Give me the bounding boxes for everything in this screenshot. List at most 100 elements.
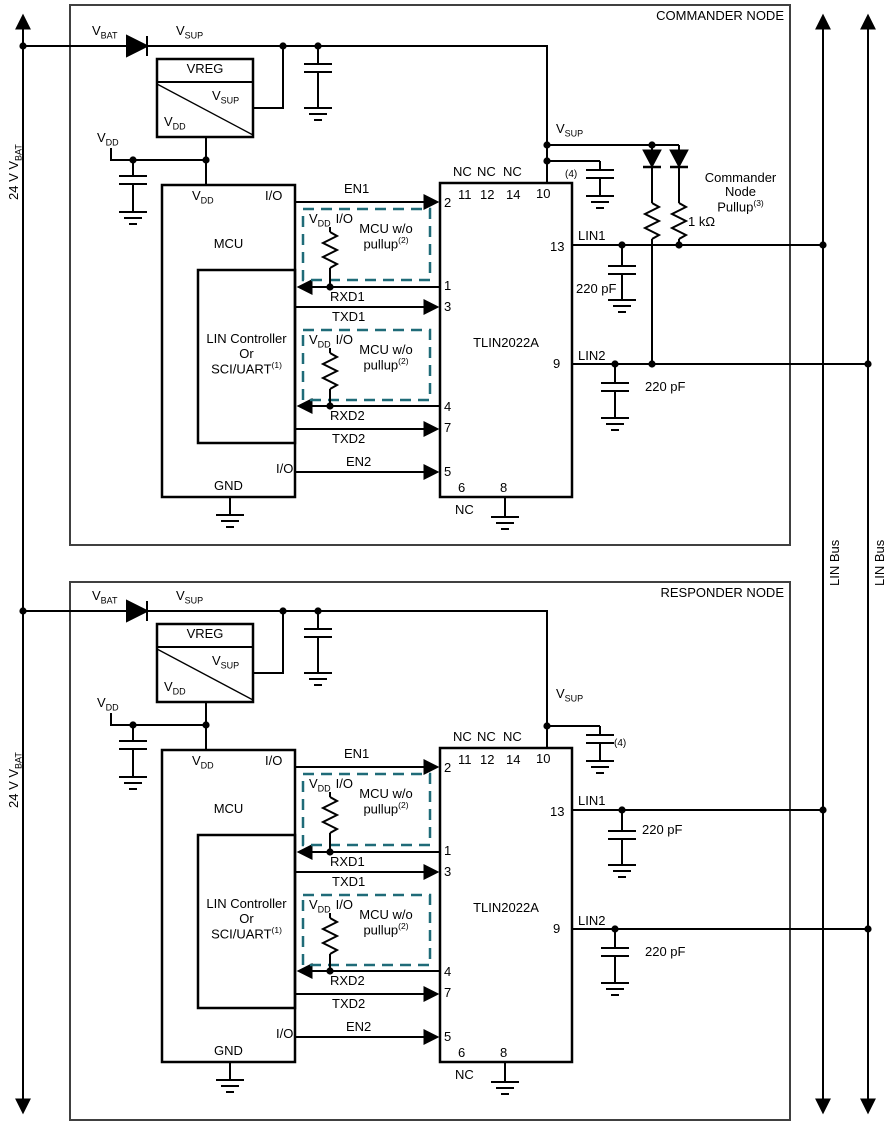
chip-name: TLIN2022A bbox=[473, 900, 539, 915]
pullup-resistor-1 bbox=[644, 202, 660, 240]
responder-title: RESPONDER NODE bbox=[660, 585, 784, 600]
txd2-label: TXD2 bbox=[332, 996, 366, 1011]
en1-label: EN1 bbox=[344, 181, 370, 196]
battery-voltage-label-2: 24 V VBAT bbox=[6, 752, 24, 808]
chip-pin-1: 1 bbox=[444, 843, 452, 858]
chip-pin-3: 3 bbox=[444, 299, 452, 314]
bypass-cap-note: (4) bbox=[614, 738, 627, 749]
chip-pin-6: 6 bbox=[458, 1045, 466, 1060]
chip-pin-5: 5 bbox=[444, 464, 452, 479]
mcu-note1-line1: MCU w/o bbox=[359, 221, 413, 236]
mcu-vdd-label: VDD bbox=[192, 753, 214, 771]
lin-bus-label-2: LIN Bus bbox=[872, 539, 887, 586]
chip-nc-top-3: NC bbox=[503, 164, 522, 179]
bypass-cap-note: (4) bbox=[565, 169, 578, 180]
chip-pin-11: 11 bbox=[458, 187, 472, 202]
chip-pin-8: 8 bbox=[500, 1045, 508, 1060]
chip-pin-4: 4 bbox=[444, 399, 452, 414]
rxd1-label: RXD1 bbox=[330, 289, 365, 304]
chip-pin-13: 13 bbox=[550, 239, 565, 254]
battery-voltage-label-1: 24 V VBAT bbox=[6, 144, 24, 200]
mcu-io-top-label: I/O bbox=[265, 188, 283, 203]
mcu-gnd-label: GND bbox=[214, 1043, 243, 1058]
vreg-title: VREG bbox=[186, 626, 224, 641]
en1-label: EN1 bbox=[344, 746, 370, 761]
mcu-io-bottom-label: I/O bbox=[276, 461, 294, 476]
commander-node-box bbox=[69, 4, 791, 546]
lin1-label: LIN1 bbox=[578, 793, 606, 808]
chip-pin-12: 12 bbox=[480, 187, 495, 202]
vdd-rail-label: VDD bbox=[97, 130, 119, 148]
mcu-note1-line2: pullup(2) bbox=[363, 800, 409, 817]
pullup-junction-dots bbox=[543, 141, 683, 368]
lin-controller-line1: LIN Controller bbox=[206, 896, 287, 911]
txd2-label: TXD2 bbox=[332, 431, 366, 446]
vreg-title: VREG bbox=[186, 61, 224, 76]
mcu-name: MCU bbox=[213, 236, 244, 251]
mcu-note2-line1: MCU w/o bbox=[359, 342, 413, 357]
lin-controller-line3: SCI/UART(1) bbox=[211, 925, 282, 942]
lin-controller-line1: LIN Controller bbox=[206, 331, 287, 346]
lin2-cap-value: 220 pF bbox=[645, 944, 686, 959]
vreg-vdd-label: VDD bbox=[164, 114, 186, 132]
lin1-label: LIN1 bbox=[578, 228, 606, 243]
chip-pin-6: 6 bbox=[458, 480, 466, 495]
lin-controller-line3: SCI/UART(1) bbox=[211, 360, 282, 377]
chip-pin-1: 1 bbox=[444, 278, 452, 293]
vreg-vsup-label: VSUP bbox=[212, 88, 240, 106]
lin-bus-label-1: LIN Bus bbox=[827, 539, 842, 586]
chip-nc-top-2: NC bbox=[477, 729, 496, 744]
mcu-note2-line2: pullup(2) bbox=[363, 356, 409, 373]
chip-nc-top-1: NC bbox=[453, 164, 472, 179]
responder-node-box bbox=[69, 581, 791, 1121]
chip-pin-11: 11 bbox=[458, 752, 472, 767]
chip-pin-5: 5 bbox=[444, 1029, 452, 1044]
chip-pin-14: 14 bbox=[506, 752, 521, 767]
mcu-io-top-label: I/O bbox=[265, 753, 283, 768]
lin-controller-line2: Or bbox=[239, 911, 254, 926]
vreg-vdd-label: VDD bbox=[164, 679, 186, 697]
lin1-cap-value: 220 pF bbox=[576, 281, 617, 296]
mcu-gnd-label: GND bbox=[214, 478, 243, 493]
chip-pin-8: 8 bbox=[500, 480, 508, 495]
lin-controller-line2: Or bbox=[239, 346, 254, 361]
lin1-cap-value: 220 pF bbox=[642, 822, 683, 837]
chip-pin-14: 14 bbox=[506, 187, 521, 202]
chip-pin-10: 10 bbox=[536, 186, 551, 201]
en2-label: EN2 bbox=[346, 454, 372, 469]
chip-name: TLIN2022A bbox=[473, 335, 539, 350]
chip-pin-9: 9 bbox=[553, 921, 561, 936]
chip-pin-2: 2 bbox=[444, 760, 452, 775]
mcu-vdd-label: VDD bbox=[192, 188, 214, 206]
commander-pullup-network bbox=[543, 141, 690, 368]
vsup-pin10-label: VSUP bbox=[556, 121, 584, 139]
vdd-rail-label: VDD bbox=[97, 695, 119, 713]
rxd2-label: RXD2 bbox=[330, 973, 365, 988]
vbat-label: VBAT bbox=[92, 588, 118, 606]
chip-pin-9: 9 bbox=[553, 356, 561, 371]
mcu-name: MCU bbox=[213, 801, 244, 816]
lin2-label: LIN2 bbox=[578, 348, 606, 363]
txd1-label: TXD1 bbox=[332, 309, 366, 324]
rxd2-label: RXD2 bbox=[330, 408, 365, 423]
chip-pin-7: 7 bbox=[444, 985, 452, 1000]
txd1-label: TXD1 bbox=[332, 874, 366, 889]
chip-nc-top-2: NC bbox=[477, 164, 496, 179]
chip-nc-top-3: NC bbox=[503, 729, 522, 744]
pullup-note-line2: Node bbox=[724, 184, 757, 199]
pullup-resistor-value: 1 kΩ bbox=[688, 214, 716, 229]
pullup-note-line1: Commander bbox=[704, 170, 777, 185]
chip-nc-bottom: NC bbox=[455, 1067, 474, 1082]
mcu-note2-line1: MCU w/o bbox=[359, 907, 413, 922]
chip-pin-2: 2 bbox=[444, 195, 452, 210]
vreg-vsup-label: VSUP bbox=[212, 653, 240, 671]
pullup-resistor-2 bbox=[671, 202, 687, 240]
chip-pin-4: 4 bbox=[444, 964, 452, 979]
pullup-note-line3: Pullup(3) bbox=[717, 198, 764, 215]
vsup-pin10-label: VSUP bbox=[556, 686, 584, 704]
